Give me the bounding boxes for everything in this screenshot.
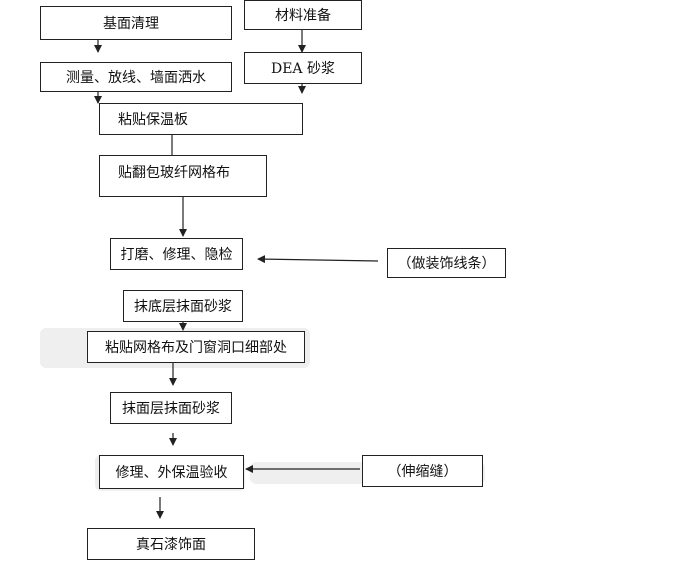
step-label: 粘贴网格布及门窗洞口细部处 — [105, 340, 287, 356]
step-decor-strip: （做装饰线条） — [387, 248, 506, 278]
step-repair-inspect: 修理、外保温验收 — [99, 455, 244, 489]
step-label: DEA 砂浆 — [270, 61, 335, 77]
step-dea-mortar: DEA 砂浆 — [244, 52, 362, 84]
step-label: 修理、外保温验收 — [115, 465, 228, 481]
step-fiber-mesh-wrap: 贴翻包玻纤网格布 — [99, 155, 267, 197]
step-mesh-openings: 粘贴网格布及门窗洞口细部处 — [87, 331, 305, 363]
step-substrate-cleaning: 基面清理 — [40, 6, 232, 40]
step-label: 粘贴保温板 — [118, 112, 188, 128]
step-label: 基面清理 — [103, 16, 159, 32]
step-label: 打磨、修理、隐检 — [120, 247, 233, 263]
step-label: 贴翻包玻纤网格布 — [118, 165, 230, 181]
step-material-prep: 材料准备 — [244, 0, 362, 30]
step-label: 测量、放线、墙面洒水 — [66, 70, 206, 86]
step-label: 真石漆饰面 — [136, 537, 206, 553]
step-expansion-joint: （伸缩缝） — [362, 455, 483, 487]
step-label: （伸缩缝） — [387, 464, 458, 480]
arrow-decor-to-sand — [257, 255, 379, 264]
step-label: 材料准备 — [275, 8, 331, 24]
step-sand-repair-check: 打磨、修理、隐检 — [110, 238, 243, 270]
step-base-coat-mortar: 抹底层抹面砂浆 — [123, 290, 243, 322]
step-label: 抹底层抹面砂浆 — [134, 299, 232, 315]
step-stone-paint-finish: 真石漆饰面 — [87, 528, 255, 560]
step-label: （做装饰线条） — [397, 256, 496, 272]
step-label: 抹面层抹面砂浆 — [122, 401, 220, 417]
step-attach-insulation: 粘贴保温板 — [99, 103, 303, 135]
step-surface-coat-mortar: 抹面层抹面砂浆 — [110, 392, 232, 424]
step-measure-layout: 测量、放线、墙面洒水 — [40, 62, 232, 92]
